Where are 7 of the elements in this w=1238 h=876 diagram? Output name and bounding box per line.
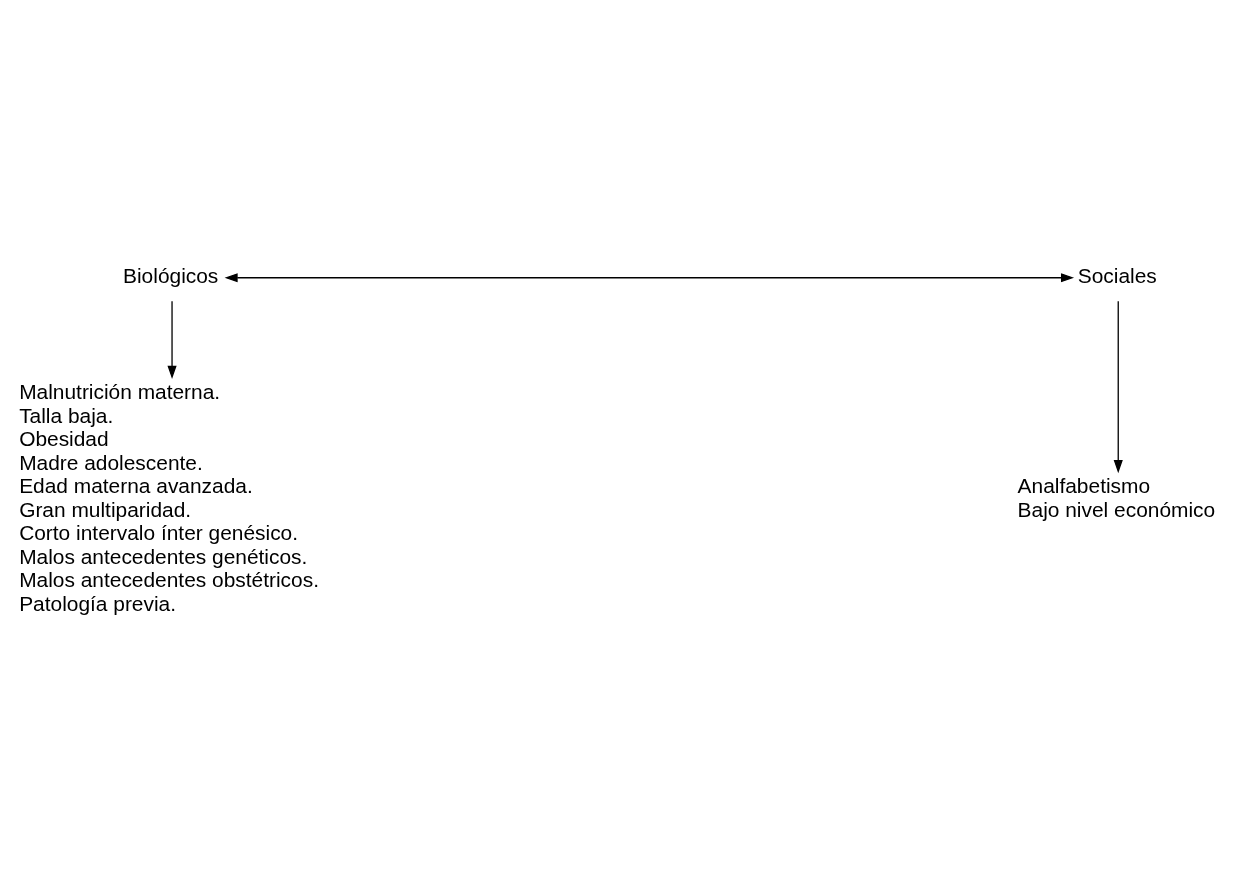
node-text: Malnutrición materna. Talla baja. Obesidad Madre adolescente. Edad materna avanzada. Gran multiparidad. Corto intervalo ínter genésico. Malos antecedentes genéticos. Malos antecedentes obstétricos. Patología previa. bbox=[19, 379, 319, 615]
node-text: Biológicos bbox=[123, 263, 219, 287]
node-text: Sociales bbox=[1077, 263, 1157, 287]
arrow bbox=[1113, 300, 1123, 473]
arrow bbox=[224, 272, 1075, 282]
node-text: Analfabetismo Bajo nivel económico bbox=[1017, 473, 1216, 521]
arrow bbox=[167, 300, 177, 379]
